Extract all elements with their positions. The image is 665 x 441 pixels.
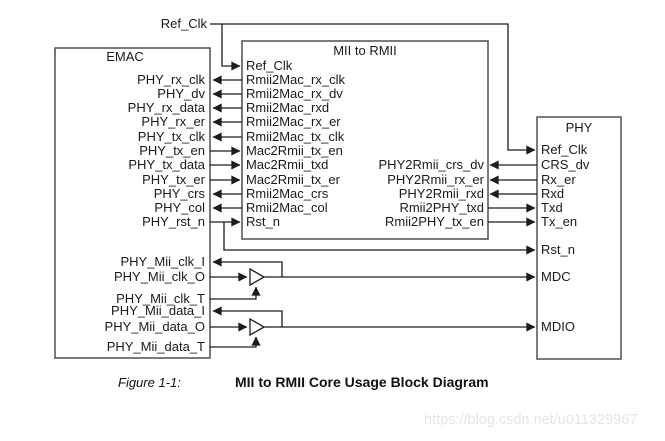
port-phy-txd: Txd <box>541 200 563 215</box>
port-phy-mdio: MDIO <box>541 319 575 334</box>
wire-ref-clk-to-phy <box>210 23 536 155</box>
port-phy-mii-clk-o: PHY_Mii_clk_O <box>114 269 205 284</box>
figure-caption-title: MII to RMII Core Usage Block Diagram <box>235 374 489 390</box>
figure-caption-label: Figure 1-1: <box>118 375 181 390</box>
port-rmii2mac-rx-er: Rmii2Mac_rx_er <box>246 114 341 129</box>
port-rmii2mac-rx-dv: Rmii2Mac_rx_dv <box>246 86 343 101</box>
phy-box <box>536 116 622 360</box>
port-phy-rx-clk: PHY_rx_clk <box>137 72 205 87</box>
port-phy-ref-clk: Ref_Clk <box>541 142 588 157</box>
ref-clk-source-label: Ref_Clk <box>161 16 208 31</box>
converter-title: MII to RMII <box>333 43 397 58</box>
tristate-buffer-clk <box>249 267 266 287</box>
port-rmii2phy-tx-en: Rmii2PHY_tx_en <box>385 214 484 229</box>
port-rmii2mac-tx-clk: Rmii2Mac_tx_clk <box>246 129 345 144</box>
port-rmii2mac-crs: Rmii2Mac_crs <box>246 186 329 201</box>
emac-title: EMAC <box>106 49 144 64</box>
port-phy-rst-n: PHY_rst_n <box>142 214 205 229</box>
port-phy-tx-clk: PHY_tx_clk <box>138 129 206 144</box>
port-phy-col: PHY_col <box>154 200 205 215</box>
port-phy-rst-n: Rst_n <box>541 242 575 257</box>
watermark-text: https://blog.csdn.net/u011329967 <box>424 412 637 428</box>
wire-mii-clk-i <box>212 257 283 277</box>
port-phy2rmii-rx-er: PHY2Rmii_rx_er <box>387 172 484 187</box>
port-phy-mii-clk-t: PHY_Mii_clk_T <box>116 291 205 306</box>
port-rmii2mac-rx-clk: Rmii2Mac_rx_clk <box>246 72 345 87</box>
port-conv-rst-n: Rst_n <box>246 214 280 229</box>
port-phy-crs: PHY_crs <box>154 186 206 201</box>
port-phy-tx-er: PHY_tx_er <box>142 172 206 187</box>
wire-mii-clk-t <box>210 286 261 300</box>
wire-ref-clk-to-converter <box>221 24 241 71</box>
emac-box <box>54 47 211 359</box>
phy-title: PHY <box>566 120 593 135</box>
port-phy-rx-er: PHY_rx_er <box>141 114 205 129</box>
port-phy-tx-en: PHY_tx_en <box>139 143 205 158</box>
port-phy-rx-data: PHY_rx_data <box>128 100 206 115</box>
port-phy-mii-clk-i: PHY_Mii_clk_I <box>120 254 205 269</box>
port-rmii2mac-rxd: Rmii2Mac_rxd <box>246 100 329 115</box>
port-mac2rmii-txd: Mac2Rmii_txd <box>246 157 328 172</box>
port-phy-rxd: Rxd <box>541 186 564 201</box>
port-phy-dv: PHY_dv <box>157 86 205 101</box>
port-phy-mii-data-i: PHY_Mii_data_I <box>111 303 205 318</box>
wire-mii-data-t <box>210 336 261 348</box>
port-phy-crs-dv: CRS_dv <box>541 157 590 172</box>
mii-to-rmii-box <box>241 40 489 240</box>
port-phy-mii-data-o: PHY_Mii_data_O <box>105 319 205 334</box>
port-conv-ref-clk: Ref_Clk <box>246 58 293 73</box>
port-mac2rmii-tx-en: Mac2Rmii_tx_en <box>246 143 343 158</box>
wire-mii-data-i <box>212 306 283 327</box>
port-phy2rmii-crs-dv: PHY2Rmii_crs_dv <box>379 157 485 172</box>
port-phy-mii-data-t: PHY_Mii_data_T <box>107 339 205 354</box>
wire-rst-n-to-phy <box>223 222 536 255</box>
port-phy-mdc: MDC <box>541 269 571 284</box>
port-rmii2mac-col: Rmii2Mac_col <box>246 200 328 215</box>
port-mac2rmii-tx-er: Mac2Rmii_tx_er <box>246 172 341 187</box>
port-phy-rx-er: Rx_er <box>541 172 576 187</box>
port-phy-tx-en: Tx_en <box>541 214 577 229</box>
port-phy2rmii-rxd: PHY2Rmii_rxd <box>399 186 484 201</box>
port-rmii2phy-txd: Rmii2PHY_txd <box>399 200 484 215</box>
port-phy-tx-data: PHY_tx_data <box>128 157 205 172</box>
tristate-buffer-data <box>249 317 266 337</box>
